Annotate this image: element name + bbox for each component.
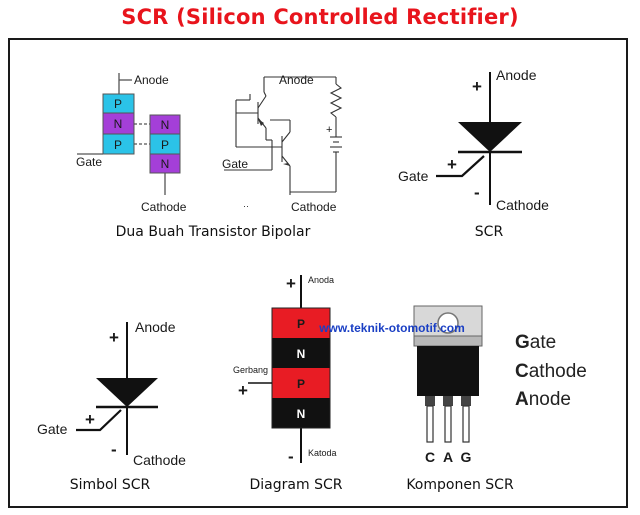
dots-mark: ·· [243,201,249,211]
pin-label-a: A [443,449,453,465]
gerbang-label: Gerbang [233,365,268,375]
anode-label: Anode [135,319,176,335]
legend-anode: Anode [515,389,571,410]
gate-label: Gate [37,421,68,437]
battery-plus-sign: + [326,124,332,136]
caption-scr: SCR [475,224,504,240]
pin-label-g: G [461,449,472,465]
n-layer-label: N [297,347,306,361]
legend-gate-initial: G [515,332,530,353]
plus-sign: + [472,77,482,96]
cathode-label: Cathode [133,452,186,468]
pin-label-c: C [425,449,435,465]
plus-sign: + [286,274,296,293]
pnpn-structure: Anode P N P N P N Gate Cathode [76,73,187,214]
scr-symbol-top [436,72,522,205]
anoda-label: Anoda [308,275,334,285]
plus-sign: + [109,328,119,347]
caption-komponen: Komponen SCR [406,477,514,493]
p-layer-label: P [297,317,305,331]
cathode-label: Cathode [291,200,337,214]
n-layer-label: N [297,407,306,421]
caption-simbol: Simbol SCR [70,477,151,493]
n-layer-label: N [161,118,170,132]
anode-label: Anode [496,67,537,83]
scr-layer-diagram [248,275,331,463]
p-layer-label: P [297,377,305,391]
gate-label: Gate [398,168,429,184]
two-transistor-arrows [258,119,290,166]
legend-cathode-rest: athode [529,361,587,382]
scr-component-package [413,305,483,443]
n-layer-label: N [114,117,123,131]
cathode-label: Cathode [141,200,187,214]
page-title: SCR (Silicon Controlled Rectifier) [121,5,519,29]
caption-diagram: Diagram SCR [250,477,343,493]
watermark-url: www.teknik-otomotif.com [318,321,465,335]
minus-sign: - [111,440,117,459]
plus-sign: + [238,381,248,400]
p-layer-label: P [114,138,122,152]
legend-cathode-initial: C [515,361,529,382]
scr-symbol-bottom [76,322,158,455]
caption-transistor: Dua Buah Transistor Bipolar [116,224,311,240]
minus-sign: - [474,183,480,202]
cathode-label: Cathode [496,197,549,213]
legend-gate-rest: ate [530,332,556,353]
legend-cathode: Cathode [515,361,587,382]
p-layer-label: P [114,97,122,111]
n-layer-label: N [161,157,170,171]
p-layer-label: P [161,138,169,152]
legend-anode-rest: node [529,389,571,410]
diagram-frame [8,38,628,508]
two-transistor-circuit [224,76,343,195]
gate-label: Gate [222,157,248,171]
minus-sign: - [288,447,294,466]
legend-anode-initial: A [515,389,529,410]
anode-label: Anode [279,73,314,87]
gate-label: Gate [76,155,102,169]
katoda-label: Katoda [308,448,337,458]
plus-sign: + [447,155,457,174]
legend-gate: Gate [515,332,556,353]
plus-sign: + [85,410,95,429]
anode-label: Anode [134,73,169,87]
